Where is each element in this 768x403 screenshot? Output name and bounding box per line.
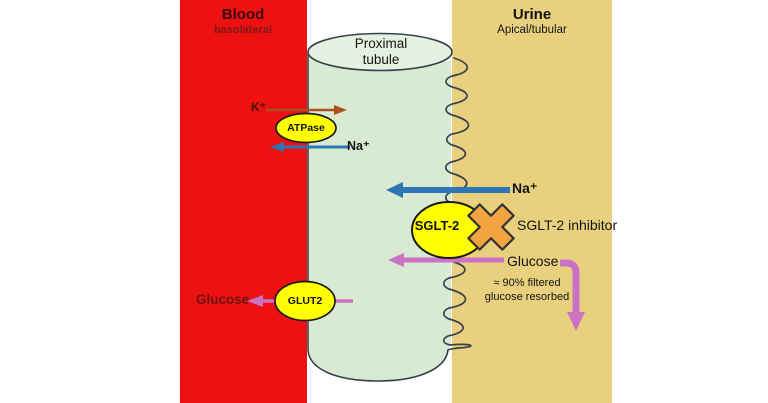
atpase-label: ATPase xyxy=(287,122,325,134)
urine-subtitle: Apical/tubular xyxy=(497,24,567,36)
glut2-label: GLUT2 xyxy=(287,295,323,307)
proximal-tubule-title-line1: Proximal xyxy=(354,36,408,51)
glucose-resorbed-note: ≈ 90% filtered glucose resorbed xyxy=(485,276,569,305)
glucose-resorbed-note-line1: ≈ 90% filtered xyxy=(493,277,561,289)
sodium-label-apical: Na⁺ xyxy=(512,180,538,196)
sodium-arrow-basolateral-icon xyxy=(270,142,350,152)
proximal-tubule-title-line2: tubule xyxy=(362,51,400,67)
sodium-label-basolateral: Na⁺ xyxy=(347,139,370,153)
proximal-tubule-outline xyxy=(307,52,449,382)
sglt2-inhibitor-label: SGLT-2 inhibitor xyxy=(517,217,618,233)
blood-band xyxy=(180,0,307,403)
proximal-tubule-top xyxy=(307,32,453,72)
atpase-ellipse xyxy=(275,112,337,144)
blood-title: Blood xyxy=(221,6,265,23)
blood-subtitle: basolateral xyxy=(213,24,273,36)
potassium-label: K⁺ xyxy=(251,100,266,114)
sglt2-label: SGLT-2 xyxy=(414,218,460,233)
glucose-arrow-apical-icon xyxy=(388,253,504,267)
potassium-arrow-icon xyxy=(266,105,347,115)
sodium-arrow-apical-icon xyxy=(386,182,510,198)
proximal-tubule-body xyxy=(308,52,451,381)
glucose-resorbed-arrow-icon xyxy=(560,259,585,331)
glucose-resorbed-note-line2: glucose resorbed xyxy=(484,291,570,304)
glucose-label-blood: Glucose xyxy=(196,292,250,307)
inhibitor-cross-icon xyxy=(467,203,515,251)
urine-title: Urine xyxy=(512,6,552,23)
proximal-tubule-title: Proximal tubule xyxy=(355,36,408,67)
urine-band xyxy=(452,0,612,403)
glut2-ellipse xyxy=(274,280,336,322)
glucose-label-apical: Glucose xyxy=(507,253,559,269)
